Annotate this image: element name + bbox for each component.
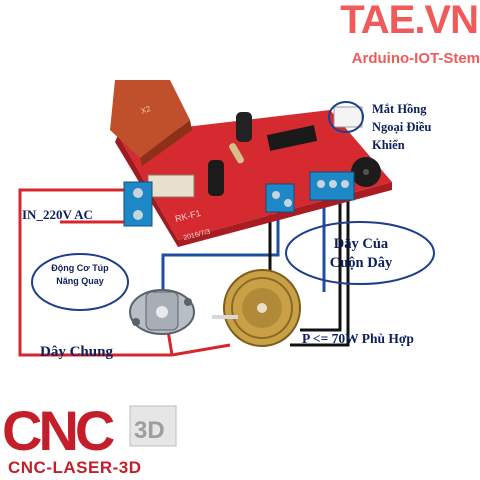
- output-terminal-icon: [309, 171, 355, 201]
- blue-wires: [161, 200, 326, 292]
- fan-motor-icon: [212, 269, 301, 347]
- swing-motor-label: Động Cơ Túp Năng Quay: [51, 263, 109, 286]
- ir-eye-label: Mắt Hồng Ngoại Điều Khiển: [372, 102, 432, 152]
- input-power-label: IN_220V AC: [22, 207, 93, 222]
- cnc-logo-icon: CNC 3D: [2, 399, 177, 458]
- power-rating-label: P <= 70W Phù Hợp: [302, 331, 414, 346]
- coil-wires-callout: [285, 221, 435, 285]
- buzzer-icon: [351, 157, 381, 187]
- common-wire-label: Dây Chung: [40, 344, 113, 360]
- svg-text:3D: 3D: [134, 417, 165, 444]
- x2-capacitor-icon: X2: [110, 80, 192, 166]
- cnc-logo-text: CNC-LASER-3D: [8, 458, 142, 477]
- capacitor-icon: [236, 112, 252, 142]
- swing-motor-icon: [129, 289, 195, 335]
- coil-wires-label: Dây Của Cuộn Dây: [329, 236, 393, 271]
- swing-motor-callout: [31, 253, 129, 311]
- input-terminal-icon: [123, 181, 153, 227]
- output-terminal-icon: [265, 183, 295, 213]
- resistor-icon: [229, 143, 244, 164]
- brand-subtitle: Arduino-IOT-Stem: [351, 50, 480, 67]
- ic-chip-icon: [266, 125, 318, 151]
- brand-watermark: TAE.VN: [340, 0, 479, 42]
- relay-block-icon: [147, 174, 195, 198]
- svg-text:X2: X2: [140, 104, 153, 116]
- ir-receiver-icon: [328, 101, 364, 133]
- svg-text:CNC: CNC: [2, 399, 114, 458]
- capacitor-icon: [208, 160, 224, 196]
- board-image: X2: [110, 80, 392, 247]
